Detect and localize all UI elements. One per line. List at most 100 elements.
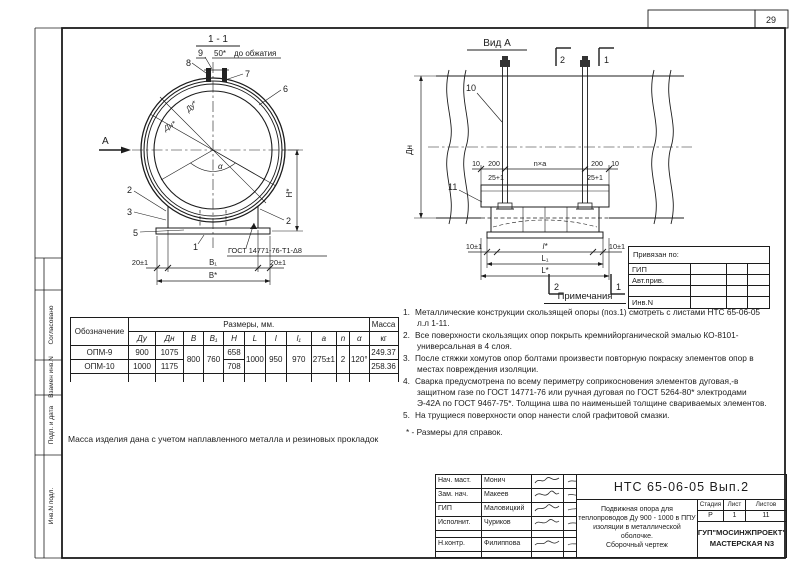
- sheets-label: Листов: [755, 501, 777, 508]
- doc-number: НТС 65-06-05 Вып.2: [576, 475, 786, 500]
- table-cell: 1075: [155, 345, 184, 360]
- section-view-1-1: [99, 45, 327, 285]
- date-scribble: [564, 538, 576, 551]
- row-designation: ОПМ-10: [70, 359, 129, 374]
- table-cell: 800: [183, 345, 204, 374]
- weld-note: ГОСТ 14771-76-Т1-Δ8: [228, 246, 302, 255]
- col-dn: Дн: [155, 331, 184, 346]
- name: Монич: [482, 475, 532, 488]
- binding-cell: [629, 286, 691, 297]
- header-sizes: Размеры, мм.: [128, 317, 370, 332]
- role: Н.контр.: [436, 537, 482, 551]
- table-cell: 658: [223, 345, 245, 360]
- date-scribble: [564, 517, 576, 530]
- title-block-right: НТС 65-06-05 Вып.2 Подвижная опора для т…: [576, 475, 786, 557]
- date-scribble: [564, 475, 576, 488]
- header-designation: Обозначение: [70, 317, 129, 346]
- col-n: n: [335, 331, 350, 346]
- section-view-labels: 1 - 1 8 9 50* до обжатия 7 6 А Ду* Дн* α…: [102, 34, 302, 280]
- note-item: 3.После стяжки хомутов опор болтами прои…: [403, 353, 754, 374]
- dim-200-right: 200: [591, 161, 603, 168]
- callout-2a: 2: [127, 185, 132, 195]
- dim-10pm-right: 10±1: [609, 242, 625, 251]
- role: Зам. нач.: [436, 489, 482, 502]
- label-h: H*: [285, 189, 294, 198]
- mass-note: Масса изделия дана с учетом наплавленног…: [68, 434, 379, 444]
- sheet-label: Лист: [724, 500, 746, 510]
- callout-5: 5: [133, 228, 138, 238]
- binding-block: Привязан по: ГИП Авт.прив. Инв.N: [628, 246, 770, 309]
- name: Маловицкий: [482, 503, 532, 516]
- signature-row-empty: [436, 531, 576, 538]
- label-dn-pipe: Дн: [405, 145, 414, 155]
- cut-1-bottom: 1: [616, 282, 621, 292]
- notes-footnote: * - Размеры для справок.: [406, 427, 503, 437]
- table-cell: 760: [203, 345, 224, 374]
- callout-8: 8: [186, 58, 191, 68]
- table-cell: [70, 373, 129, 382]
- bolt-right: [576, 56, 594, 210]
- stamp-inv-orig: Инв.N подл.: [48, 488, 55, 525]
- table-cell: 1175: [155, 359, 184, 374]
- table-cell: 120°: [348, 345, 370, 374]
- name: Чуриков: [482, 517, 532, 530]
- binding-cell: [748, 264, 769, 275]
- note-item: 2.Все поверхности скользящих опор покрыт…: [403, 330, 739, 351]
- table-cell: 1000: [128, 359, 156, 374]
- dim-b1: B₁: [209, 258, 217, 267]
- dim-10-right: 10: [611, 161, 619, 168]
- signature-row: Зам. нач. Макеев: [436, 489, 576, 503]
- bolt-left: [496, 56, 514, 210]
- note-item: 4.Сварка предусмотрена по всему периметр…: [403, 376, 767, 408]
- dim-l-small: l*: [543, 242, 549, 251]
- callout-2b: 2: [286, 216, 291, 226]
- header-mass-unit: кг: [368, 331, 399, 346]
- table-cell: 970: [285, 345, 312, 374]
- sheet-frame: [34, 9, 789, 559]
- callout-11: 11: [448, 182, 457, 192]
- frame-stamps: Согласовано Взамен инв.N Подп. и дата Ин…: [48, 305, 55, 524]
- binding-row-inv: Инв.N: [629, 297, 691, 308]
- signature-row: Исполнит. Чуриков: [436, 517, 576, 531]
- header-mass: Масса: [368, 317, 399, 332]
- dim-b: B*: [209, 271, 217, 280]
- label-dn: Дн*: [161, 118, 178, 133]
- binding-cell: [727, 275, 748, 286]
- col-du: Ду: [128, 331, 156, 346]
- dim-50-note: до обжатия: [234, 49, 276, 58]
- date-scribble: [564, 489, 576, 502]
- sheet-number: 29: [766, 15, 776, 25]
- binding-row-avt: Авт.прив.: [629, 275, 691, 286]
- table-cell: 900: [128, 345, 156, 360]
- binding-cell: [691, 264, 727, 275]
- dim-25-left: 25+1: [488, 175, 504, 182]
- callout-3: 3: [127, 207, 132, 217]
- dim-l: L*: [541, 266, 548, 275]
- sheets-value: 11: [762, 512, 770, 519]
- dim-20-right: 20±1: [270, 258, 286, 267]
- table-cell: 275±1: [310, 345, 337, 374]
- signature-scribble: [532, 517, 564, 530]
- note-item: 1.Металлические конструкции скользящей о…: [403, 307, 761, 328]
- table-cell: 950: [264, 345, 287, 374]
- callout-1: 1: [193, 242, 198, 252]
- section-title: 1 - 1: [208, 34, 228, 45]
- signature-row: Нач. маст. Монич: [436, 475, 576, 489]
- cut-2-bottom: 2: [554, 282, 559, 292]
- role: Исполнит.: [436, 517, 482, 530]
- stage-label: Стадия: [698, 500, 724, 510]
- col-ls: l: [264, 331, 287, 346]
- dim-l1: L₁: [542, 254, 549, 263]
- callout-9: 9: [198, 48, 203, 58]
- dim-nxa: n×a: [534, 159, 548, 168]
- row-designation: ОПМ-9: [70, 345, 129, 360]
- sheet-value: 1: [724, 511, 746, 521]
- col-alpha: α: [348, 331, 370, 346]
- dim-10-left: 10: [472, 161, 480, 168]
- label-alpha: α: [218, 162, 223, 171]
- col-b: В: [183, 331, 204, 346]
- callout-7: 7: [245, 69, 250, 79]
- cut-1-top: 1: [604, 55, 609, 65]
